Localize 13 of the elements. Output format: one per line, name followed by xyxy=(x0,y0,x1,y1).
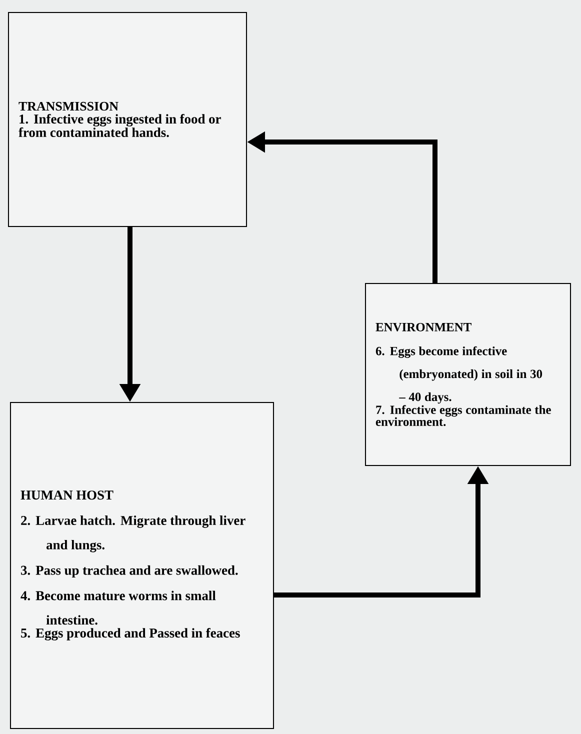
stage-box xyxy=(10,402,274,729)
list-item: 7. Infective eggs contaminate the environment. xyxy=(376,405,551,426)
list-item: 4. Become mature worms in small intestine. xyxy=(20,590,216,625)
list-item: 1. Infective eggs ingested in food or from contaminated hands. xyxy=(18,114,221,138)
list-item: 6. Eggs become infective (embryonated) in soil in 30 – 40 days. xyxy=(376,346,542,404)
box-heading: TRANSMISSION xyxy=(18,102,118,111)
list-item: 5. Eggs produced and Passed in feaces xyxy=(21,628,240,640)
box-heading: ENVIRONMENT xyxy=(376,322,472,332)
stage-box xyxy=(365,283,571,466)
list-item: 3. Pass up trachea and are swallowed. xyxy=(21,565,238,578)
stage-box xyxy=(8,12,247,227)
list-item: 2. Larvae hatch. Migrate through liver and lungs. xyxy=(21,516,246,552)
box-heading: HUMAN HOST xyxy=(20,490,114,500)
